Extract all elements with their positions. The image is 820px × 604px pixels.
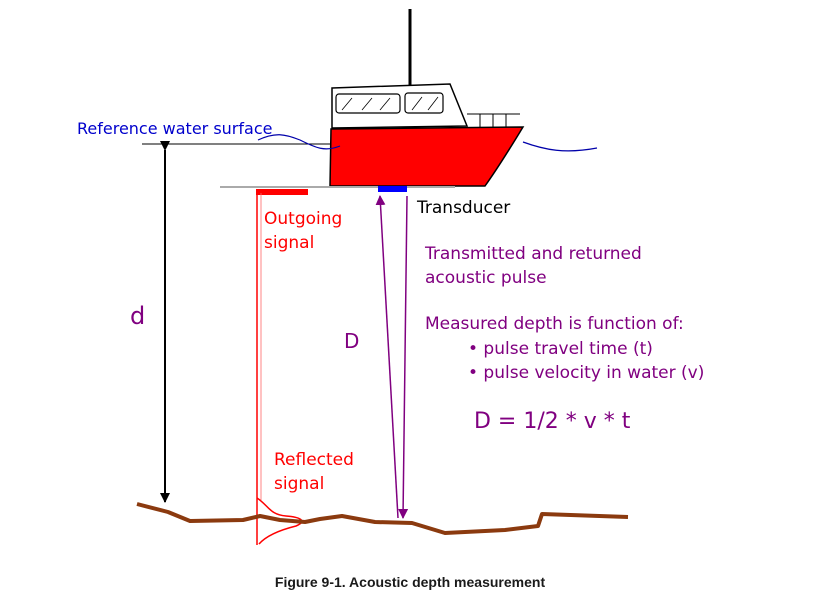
pulse-up-arrow [375,195,399,519]
D-label: D [344,329,360,353]
bullet-velocity: • pulse velocity in water (v) [468,363,705,383]
reference-water-surface-label: Reference water surface [77,119,273,138]
bullet-travel-time: • pulse travel time (t) [468,339,653,359]
seabed-line [136,502,629,535]
transducer-label: Transducer [417,198,511,218]
depth-formula: D = 1/2 * v * t [474,409,631,434]
cabin-window-2 [404,92,444,114]
outgoing-signal-label: Outgoing signal [264,209,343,253]
boat-hull [329,126,525,187]
cabin-window-1 [335,93,401,114]
bullet-list: • pulse travel time (t) • pulse velocity… [468,337,704,385]
transmitted-pulse-label: Transmitted and returned acoustic pulse [425,244,642,288]
pulse-down-arrow [398,195,409,519]
measured-depth-label: Measured depth is function of: [425,314,684,334]
figure-caption: Figure 9-1. Acoustic depth measurement [274,574,546,590]
d-label: d [130,302,146,330]
reflected-signal-label: Reflected signal [274,450,354,494]
outgoing-signal-pulse [256,189,308,195]
reflected-signal-wiggle [256,497,303,545]
water-wave [257,134,598,152]
transducer-element [378,186,407,192]
